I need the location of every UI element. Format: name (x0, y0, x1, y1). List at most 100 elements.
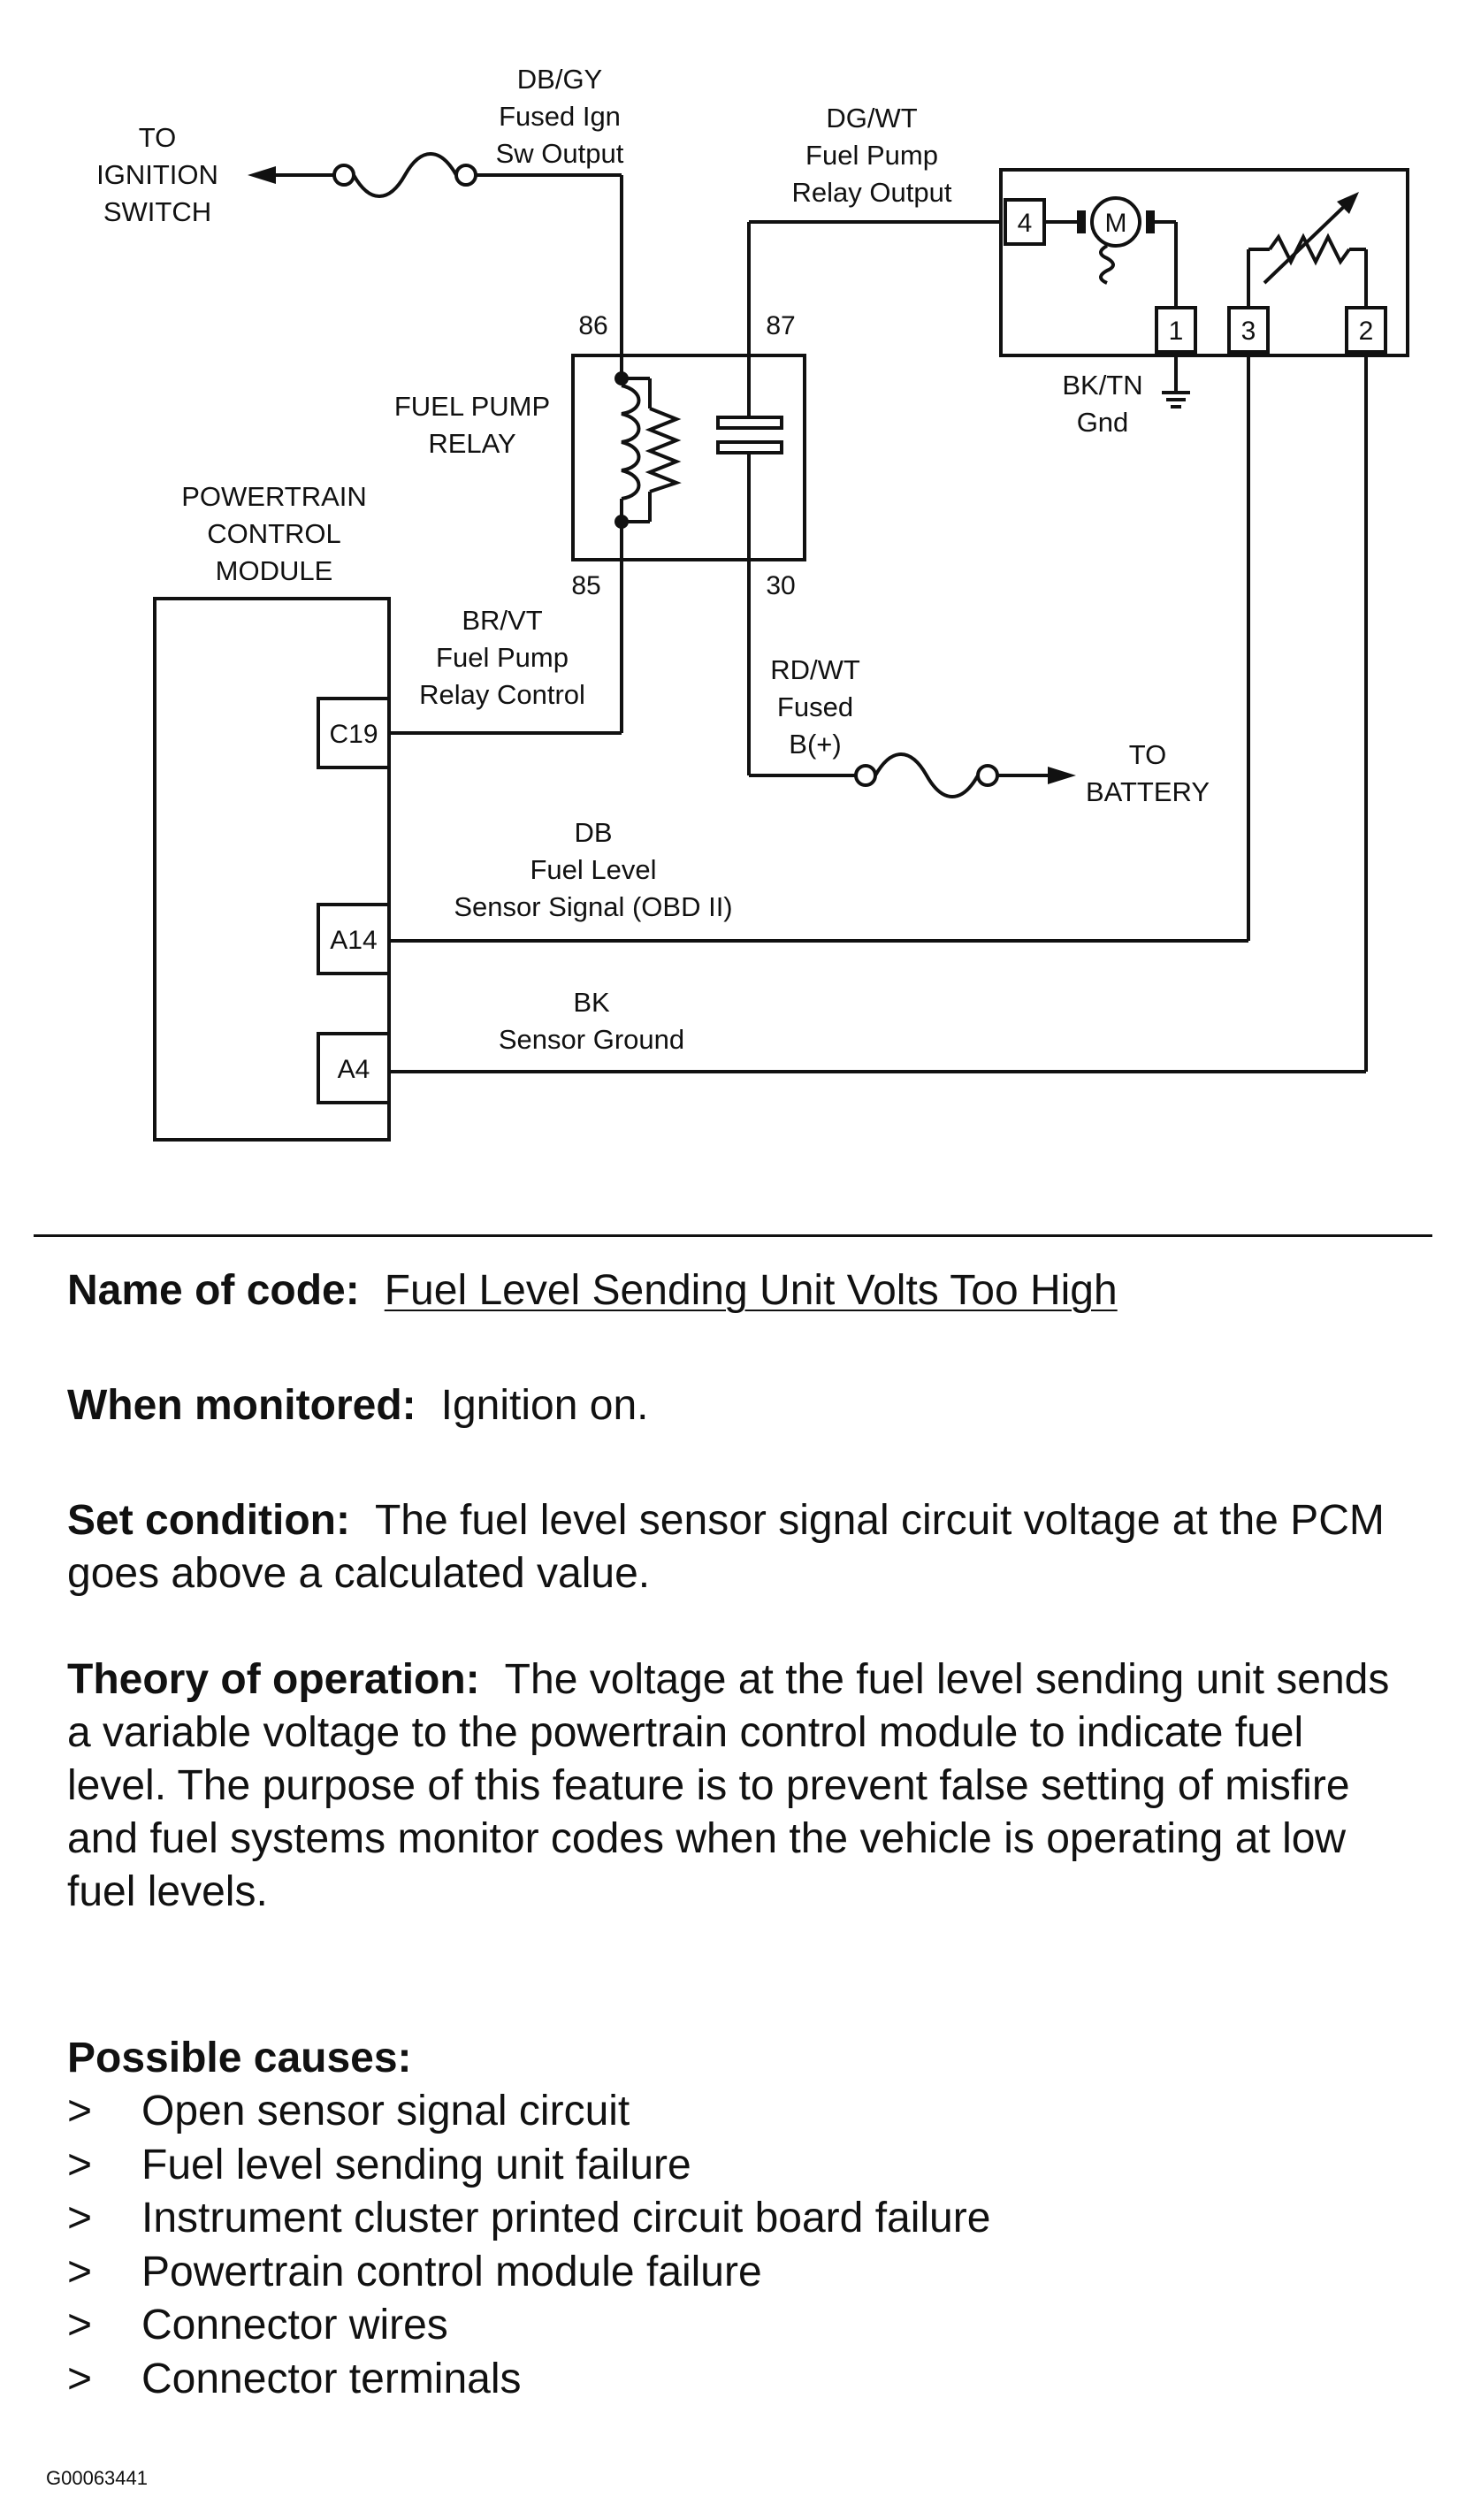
theory-row: Theory of operation:The voltage at the f… (67, 1653, 1411, 1919)
wiring-diagram: TO IGNITION SWITCH DB/GY Fused Ign Sw Ou… (96, 64, 1409, 1142)
pcm-pin-a14-box (317, 903, 391, 975)
possible-causes-heading: Possible causes: (67, 2035, 412, 2081)
motor-icon: M (1077, 196, 1155, 285)
sensor-signal-line-1: DB (574, 817, 612, 848)
pcm-pin-a4: A4 (338, 1055, 370, 1084)
sensor-ground-wire-label: BK Sensor Ground (499, 987, 684, 1055)
ignition-fuse-icon (332, 152, 477, 198)
pcm-pin-c19: C19 (329, 720, 378, 749)
relay-control-line-2: Fuel Pump (436, 642, 569, 673)
code-name-value: Fuel Level Sending Unit Volts Too High (384, 1267, 1118, 1314)
fused-ign-line-2: Fused Ign (499, 101, 621, 132)
ignition-label-line-1: TO (139, 122, 177, 153)
relay-title-line-1: FUEL PUMP (394, 391, 550, 422)
variable-resistor-icon (1247, 192, 1368, 308)
pump-terminal-4-box (1004, 198, 1046, 246)
theory-label: Theory of operation: (67, 1656, 480, 1703)
battery-fuse-icon (854, 752, 999, 798)
figure-id: G00063441 (46, 2467, 148, 2489)
possible-causes-list: > Open sensor signal circuit > Fuel level … (67, 2085, 990, 2406)
ground-wire-label: BK/TN Gnd (1062, 370, 1142, 438)
battery-wire-line-3: B(+) (789, 729, 841, 760)
relay-pin-85: 85 (571, 571, 600, 600)
monitored-row: When monitored: Ignition on. (67, 1379, 1411, 1432)
fused-ign-wire-label: DB/GY Fused Ign Sw Output (496, 64, 624, 169)
pcm-pin-a14: A14 (330, 926, 377, 955)
bullet-icon: > (67, 2141, 93, 2188)
relay-coil-icon (614, 355, 682, 560)
arrow-to-ignition-icon (248, 166, 276, 184)
cause-text: Instrument cluster printed circuit board… (141, 2195, 991, 2241)
pcm-title-line-2: CONTROL (207, 518, 341, 549)
fused-ign-line-1: DB/GY (517, 64, 602, 95)
relay-output-line-1: DG/WT (826, 103, 917, 134)
relay-control-line-1: BR/VT (462, 605, 542, 636)
motor-letter: M (1105, 209, 1127, 238)
bullet-icon: > (67, 2195, 93, 2241)
pump-terminal-4: 4 (1018, 209, 1033, 238)
cause-text: Open sensor signal circuit (141, 2088, 630, 2134)
relay-control-wire-label: BR/VT Fuel Pump Relay Control (419, 605, 585, 710)
theory-value: The voltage at the fuel level sending un… (67, 1656, 1390, 1915)
battery-wire-label: RD/WT Fused B(+) (770, 654, 860, 760)
ignition-label-line-3: SWITCH (103, 196, 211, 227)
list-item: > Open sensor signal circuit (67, 2085, 990, 2139)
bullet-icon: > (67, 2302, 93, 2348)
cause-text: Connector terminals (141, 2355, 522, 2402)
list-item: > Powertrain control module failure (67, 2246, 990, 2300)
sensor-signal-line-2: Fuel Level (530, 854, 656, 885)
cause-text: Fuel level sending unit failure (141, 2141, 691, 2188)
bullet-icon: > (67, 2248, 93, 2295)
relay-control-line-3: Relay Control (419, 679, 585, 710)
cause-text: Powertrain control module failure (141, 2248, 762, 2295)
pcm-pin-c19-box (317, 697, 391, 769)
set-condition-label: Set condition: (67, 1497, 350, 1544)
list-item: > Fuel level sending unit failure (67, 2139, 990, 2193)
code-name-row: Name of code: Fuel Level Sending Unit Vol… (67, 1264, 1411, 1317)
relay-pin-87: 87 (766, 311, 795, 340)
pcm-title-line-1: POWERTRAIN (181, 481, 367, 512)
cause-text: Connector wires (141, 2302, 448, 2348)
battery-label: TO BATTERY (1086, 739, 1210, 807)
pump-terminal-3: 3 (1241, 317, 1256, 346)
fuel-pump-relay (571, 354, 806, 561)
sensor-ground-line-1: BK (573, 987, 610, 1018)
sensor-signal-wire-label: DB Fuel Level Sensor Signal (OBD II) (454, 817, 732, 922)
set-condition-value: The fuel level sensor signal circuit vol… (67, 1497, 1385, 1597)
relay-output-wire-label: DG/WT Fuel Pump Relay Output (792, 103, 952, 208)
list-item: > Connector terminals (67, 2353, 990, 2407)
arrow-to-battery-icon (1048, 767, 1076, 784)
code-name-label: Name of code: (67, 1267, 360, 1314)
relay-title-line-2: RELAY (428, 428, 515, 459)
bullet-icon: > (67, 2355, 93, 2402)
ignition-switch-label: TO IGNITION SWITCH (96, 122, 218, 227)
battery-label-line-1: TO (1129, 739, 1167, 770)
list-item: > Connector wires (67, 2299, 990, 2353)
relay-contacts-icon (716, 355, 783, 560)
bullet-icon: > (67, 2088, 93, 2134)
battery-wire-line-2: Fused (777, 691, 853, 722)
section-divider (34, 1234, 1432, 1237)
battery-wire-line-1: RD/WT (770, 654, 860, 685)
pcm-title-line-3: MODULE (216, 555, 333, 586)
set-condition-row: Set condition:The fuel level sensor sign… (67, 1494, 1411, 1600)
ignition-label-line-2: IGNITION (96, 159, 218, 190)
relay-title: FUEL PUMP RELAY (394, 391, 550, 459)
relay-output-line-3: Relay Output (792, 177, 952, 208)
fused-ign-line-3: Sw Output (496, 138, 624, 169)
ground-wire-line-2: Gnd (1077, 407, 1129, 438)
ground-icon (1162, 391, 1190, 409)
sensor-ground-line-2: Sensor Ground (499, 1024, 684, 1055)
list-item: > Instrument cluster printed circuit boar… (67, 2192, 990, 2246)
battery-label-line-2: BATTERY (1086, 776, 1210, 807)
monitored-value: Ignition on. (440, 1382, 649, 1429)
relay-pin-30: 30 (766, 571, 795, 600)
pump-terminal-1: 1 (1169, 317, 1184, 346)
relay-output-line-2: Fuel Pump (805, 140, 938, 171)
pcm-pin-a4-box (317, 1032, 391, 1104)
sensor-signal-line-3: Sensor Signal (OBD II) (454, 891, 732, 922)
monitored-label: When monitored: (67, 1382, 416, 1429)
relay-pin-86: 86 (578, 311, 607, 340)
pump-terminal-2: 2 (1359, 317, 1374, 346)
pcm-title: POWERTRAIN CONTROL MODULE (181, 481, 367, 586)
